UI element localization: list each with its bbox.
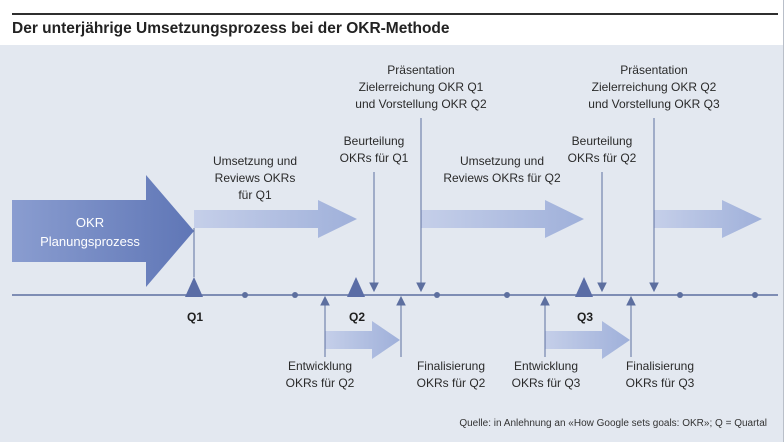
pointer-head — [597, 282, 607, 293]
label-beurteilung-q1: Beurteilung OKRs für Q1 — [339, 134, 409, 165]
source-note: Quelle: in Anlehnung an «How Google sets… — [459, 418, 767, 429]
pointer-head — [369, 282, 379, 293]
planning-arrow — [12, 175, 194, 287]
month-dot — [242, 292, 248, 298]
implementation-arrow-q2 — [421, 200, 584, 238]
pointer-head — [626, 295, 636, 306]
month-dot — [434, 292, 440, 298]
planning-arrow-label: OKR Planungsprozess — [40, 215, 140, 249]
quarter-label-q2: Q2 — [348, 310, 365, 324]
label-beurteilung-q2: Beurteilung OKRs für Q2 — [567, 134, 637, 165]
month-dot — [292, 292, 298, 298]
implementation-arrow-q1 — [194, 200, 357, 238]
pointer-head — [416, 282, 426, 293]
quarter-marker-q2 — [347, 277, 365, 297]
quarter-label-q3: Q3 — [576, 310, 593, 324]
label-praesentation-q2: Präsentation Zielerreichung OKR Q2 und V… — [588, 63, 720, 111]
figure-title: Der unterjährige Umsetzungsprozess bei d… — [12, 20, 450, 37]
quarter-label-q1: Q1 — [186, 310, 203, 324]
development-arrow-q3 — [545, 321, 630, 359]
month-dot — [752, 292, 758, 298]
quarter-marker-q3 — [575, 277, 593, 297]
label-finalisierung-q2: Finalisierung OKRs für Q2 — [416, 359, 486, 390]
month-dot — [677, 292, 683, 298]
month-dots — [242, 292, 758, 298]
label-entwicklung-q2: Entwicklung OKRs für Q2 — [285, 359, 355, 390]
quarter-marker-q1 — [185, 277, 203, 297]
label-entwicklung-q3: Entwicklung OKRs für Q3 — [511, 359, 581, 390]
label-umsetzung-q1: Umsetzung und Reviews OKRs für Q1 — [212, 154, 298, 202]
label-praesentation-q1: Präsentation Zielerreichung OKR Q1 und V… — [355, 63, 487, 111]
label-umsetzung-q2: Umsetzung und Reviews OKRs für Q2 — [443, 154, 561, 185]
month-dot — [504, 292, 510, 298]
pointer-head — [320, 295, 330, 306]
pointer-head — [649, 282, 659, 293]
title-rule — [12, 13, 778, 15]
implementation-arrow-q3 — [654, 200, 762, 238]
pointer-head — [396, 295, 406, 306]
development-arrow-q2 — [325, 321, 400, 359]
label-finalisierung-q3: Finalisierung OKRs für Q3 — [625, 359, 695, 390]
pointer-head — [540, 295, 550, 306]
